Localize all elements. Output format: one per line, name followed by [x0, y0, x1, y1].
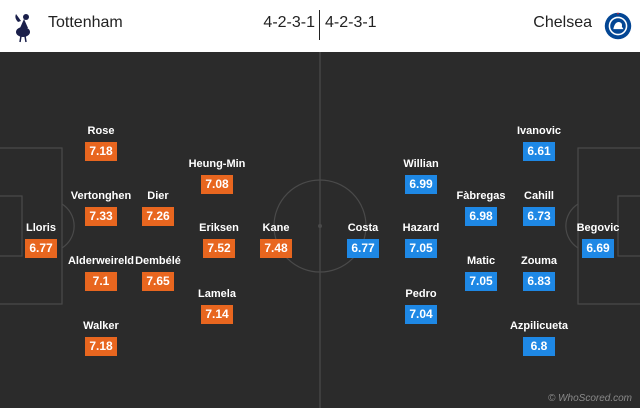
player-name: Willian — [403, 158, 439, 170]
player-name: Matic — [466, 255, 496, 267]
player-rating: 7.04 — [405, 305, 437, 324]
player-lloris[interactable]: Lloris 6.77 — [1, 222, 81, 258]
player-rating: 6.8 — [523, 337, 555, 356]
whoscored-credit: © WhoScored.com — [547, 393, 632, 404]
player-begovic[interactable]: Begovic 6.69 — [558, 222, 638, 258]
player-name: Costa — [347, 222, 379, 234]
chelsea-lion-crest-icon — [604, 12, 632, 40]
player-rating: 6.69 — [582, 239, 614, 258]
player-vertonghen[interactable]: Vertonghen 7.33 — [61, 190, 141, 226]
home-formation: 4-2-3-1 — [263, 14, 315, 31]
player-cahill[interactable]: Cahill 6.73 — [499, 190, 579, 226]
player-rating: 7.26 — [142, 207, 174, 226]
header-divider — [319, 10, 320, 40]
player-rating: 7.14 — [201, 305, 233, 324]
player-rating: 7.48 — [260, 239, 292, 258]
player-rating: 6.98 — [465, 207, 497, 226]
player-name: Heung-Min — [188, 158, 246, 170]
player-name: Azpilicueta — [509, 320, 569, 332]
player-name: Pedro — [405, 288, 437, 300]
player-rating: 7.05 — [465, 272, 497, 291]
away-team-name: Chelsea — [533, 14, 592, 31]
match-header: Tottenham 4-2-3-1 4-2-3-1 Chelsea — [0, 0, 640, 52]
player-rating: 6.77 — [347, 239, 379, 258]
player-lamela[interactable]: Lamela 7.14 — [177, 288, 257, 324]
player-azpilicueta[interactable]: Azpilicueta 6.8 — [499, 320, 579, 356]
player-name: Lloris — [26, 222, 56, 234]
player-name: Cahill — [524, 190, 554, 202]
player-kane[interactable]: Kane 7.48 — [236, 222, 316, 258]
player-rating: 7.33 — [85, 207, 117, 226]
away-formation: 4-2-3-1 — [325, 14, 377, 31]
player-name: Dier — [147, 190, 169, 202]
player-willian[interactable]: Willian 6.99 — [381, 158, 461, 194]
player-fabregas[interactable]: Fàbregas 6.98 — [441, 190, 521, 226]
tottenham-cockerel-icon — [15, 14, 30, 43]
player-name: Kane — [262, 222, 290, 234]
player-name: Hazard — [402, 222, 440, 234]
player-name: Eriksen — [199, 222, 239, 234]
player-rating: 7.18 — [85, 142, 117, 161]
player-dembele[interactable]: Dembélé 7.65 — [118, 255, 198, 291]
player-rating: 6.99 — [405, 175, 437, 194]
player-eriksen[interactable]: Eriksen 7.52 — [179, 222, 259, 258]
player-name: Lamela — [198, 288, 236, 300]
player-zouma[interactable]: Zouma 6.83 — [499, 255, 579, 291]
player-rating: 7.08 — [201, 175, 233, 194]
home-team-name: Tottenham — [48, 14, 123, 31]
player-pedro[interactable]: Pedro 7.04 — [381, 288, 461, 324]
player-rating: 6.61 — [523, 142, 555, 161]
player-rating: 6.83 — [523, 272, 555, 291]
player-matic[interactable]: Matic 7.05 — [441, 255, 521, 291]
player-rating: 6.77 — [25, 239, 57, 258]
player-rose[interactable]: Rose 7.18 — [61, 125, 141, 161]
player-name: Dembélé — [135, 255, 181, 267]
pitch-markings — [0, 52, 640, 408]
player-name: Alderweireld — [67, 255, 135, 267]
player-rating: 7.05 — [405, 239, 437, 258]
player-rating: 7.52 — [203, 239, 235, 258]
player-hazard[interactable]: Hazard 7.05 — [381, 222, 461, 258]
player-walker[interactable]: Walker 7.18 — [61, 320, 141, 356]
player-alderweireld[interactable]: Alderweireld 7.1 — [61, 255, 141, 291]
player-name: Walker — [83, 320, 119, 332]
pitch: Lloris 6.77 Rose 7.18 Vertonghen 7.33 Al… — [0, 52, 640, 408]
player-name: Zouma — [520, 255, 558, 267]
player-name: Begovic — [576, 222, 620, 234]
player-rating: 7.1 — [85, 272, 117, 291]
player-name: Vertonghen — [70, 190, 132, 202]
player-rating: 6.73 — [523, 207, 555, 226]
player-rating: 7.18 — [85, 337, 117, 356]
player-name: Fàbregas — [456, 190, 506, 202]
player-rating: 7.65 — [142, 272, 174, 291]
player-dier[interactable]: Dier 7.26 — [118, 190, 198, 226]
player-name: Ivanovic — [516, 125, 562, 137]
player-costa[interactable]: Costa 6.77 — [323, 222, 403, 258]
player-heung-min[interactable]: Heung-Min 7.08 — [177, 158, 257, 194]
player-ivanovic[interactable]: Ivanovic 6.61 — [499, 125, 579, 161]
player-name: Rose — [87, 125, 115, 137]
